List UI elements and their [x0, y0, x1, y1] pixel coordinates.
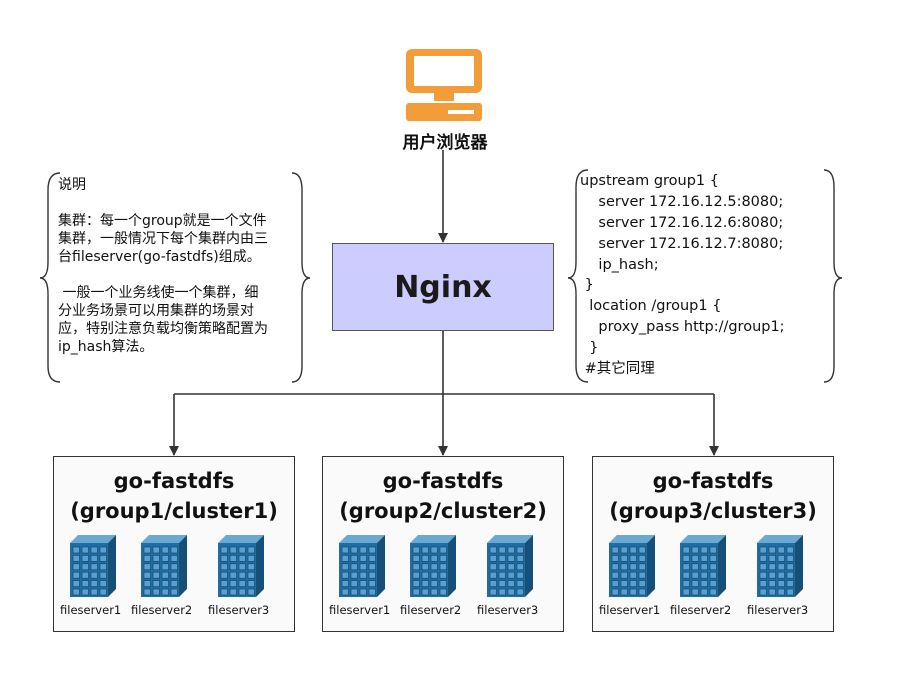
note-line: 集群，一般情况下每个集群内由三 — [58, 231, 268, 247]
cluster-title-line1: go-fastdfs — [113, 469, 235, 493]
server-label: fileserver1 — [599, 603, 661, 617]
server-icon — [609, 535, 655, 597]
note-line: 一般一个业务线使一个集群，细 — [58, 285, 259, 301]
monitor-icon — [406, 49, 482, 121]
brace-right-open — [567, 169, 589, 383]
explanation-note: 说明 集群：每一个group就是一个文件 集群，一般情况下每个集群内由三 台fi… — [58, 176, 303, 356]
server-label: fileserver3 — [208, 603, 270, 617]
note-line: ip_hash算法。 — [58, 339, 154, 355]
server-icon — [680, 535, 726, 597]
server-label: fileserver1 — [329, 603, 391, 617]
cluster-title: go-fastdfs (group2/cluster2) — [323, 466, 563, 526]
config-line: ip_hash; — [580, 256, 659, 273]
cluster-box-2: go-fastdfs (group2/cluster2) fileserver1… — [322, 456, 564, 632]
server-icon — [218, 535, 264, 597]
config-line: #其它同理 — [580, 361, 655, 378]
cluster-title-line2: (group1/cluster1) — [70, 499, 278, 523]
server-label: fileserver2 — [131, 603, 193, 617]
server-label: fileserver3 — [477, 603, 539, 617]
note-line: 集群：每一个group就是一个文件 — [58, 213, 267, 229]
server-icon — [70, 535, 116, 597]
note-title: 说明 — [58, 177, 86, 193]
config-line: upstream group1 { — [580, 173, 719, 189]
server-icon — [487, 535, 533, 597]
server-icon — [757, 535, 803, 597]
cluster-box-3: go-fastdfs (group3/cluster3) fileserver1… — [592, 456, 834, 632]
nginx-box: Nginx — [332, 243, 554, 331]
config-line: location /group1 { — [580, 298, 722, 315]
brace-left-close — [291, 172, 311, 383]
server-icon — [141, 535, 187, 597]
config-line: server 172.16.12.7:8080; — [580, 235, 784, 252]
server-label: fileserver1 — [60, 603, 122, 617]
server-label: fileserver2 — [400, 603, 462, 617]
cluster-title-line1: go-fastdfs — [652, 469, 774, 493]
server-label: fileserver2 — [670, 603, 732, 617]
brace-left-open — [39, 172, 61, 383]
config-line: server 172.16.12.6:8080; — [580, 214, 784, 231]
config-line: proxy_pass http://group1; — [580, 319, 785, 336]
browser-label: 用户浏览器 — [402, 133, 488, 153]
server-icon — [410, 535, 456, 597]
server-icon — [339, 535, 385, 597]
config-line: } — [580, 277, 594, 294]
note-line: 分业务场景可以用集群的场景对 — [58, 303, 254, 319]
cluster-title: go-fastdfs (group3/cluster3) — [593, 466, 833, 526]
config-line: } — [580, 340, 599, 357]
nginx-config-note: upstream group1 { server 172.16.12.5:808… — [580, 172, 785, 381]
cluster-title-line1: go-fastdfs — [382, 469, 504, 493]
note-line: 应，特别注意负载均衡策略配置为 — [58, 321, 268, 337]
server-label: fileserver3 — [747, 603, 809, 617]
nginx-label: Nginx — [394, 269, 492, 305]
config-line: server 172.16.12.5:8080; — [580, 193, 784, 210]
brace-right-close — [823, 169, 843, 383]
note-line: 台fileserver(go-fastdfs)组成。 — [58, 249, 261, 265]
cluster-title-line2: (group3/cluster3) — [609, 499, 817, 523]
cluster-title: go-fastdfs (group1/cluster1) — [54, 466, 294, 526]
cluster-title-line2: (group2/cluster2) — [339, 499, 547, 523]
cluster-box-1: go-fastdfs (group1/cluster1) fileserver1… — [53, 456, 295, 632]
